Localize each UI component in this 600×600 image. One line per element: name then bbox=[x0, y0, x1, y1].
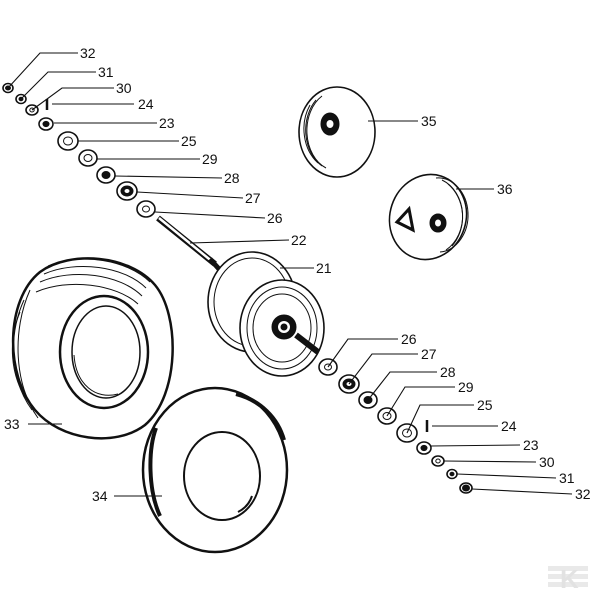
label-25-upper: 25 bbox=[181, 133, 197, 149]
part-25-upper bbox=[57, 131, 79, 151]
part-29-upper bbox=[78, 149, 98, 167]
part-33-tire bbox=[11, 257, 174, 440]
label-32-lower: 32 bbox=[575, 486, 591, 502]
label-31-lower: 31 bbox=[559, 470, 575, 486]
label-30-lower: 30 bbox=[539, 454, 555, 470]
part-22-axle bbox=[156, 215, 221, 271]
label-27-lower: 27 bbox=[421, 346, 437, 362]
part-28-upper bbox=[96, 166, 116, 184]
label-29-lower: 29 bbox=[458, 379, 474, 395]
label-30-upper: 30 bbox=[116, 80, 132, 96]
label-24-upper: 24 bbox=[138, 96, 154, 112]
label-28-upper: 28 bbox=[224, 170, 240, 186]
part-26-upper bbox=[136, 200, 156, 218]
label-34: 34 bbox=[92, 488, 108, 504]
label-29-upper: 29 bbox=[202, 151, 218, 167]
label-23-lower: 23 bbox=[523, 437, 539, 453]
part-23-lower bbox=[416, 441, 432, 455]
part-35-hubcap bbox=[298, 86, 376, 178]
part-23-upper bbox=[38, 117, 54, 131]
part-32-lower bbox=[459, 482, 473, 494]
label-31-upper: 31 bbox=[98, 64, 114, 80]
label-28-lower: 28 bbox=[440, 364, 456, 380]
label-32-upper: 32 bbox=[80, 45, 96, 61]
label-33: 33 bbox=[4, 416, 20, 432]
part-number-labels: 32 31 30 24 23 25 29 28 27 26 22 21 35 3… bbox=[4, 45, 591, 504]
watermark-logo: K bbox=[548, 564, 588, 594]
part-31-lower bbox=[446, 468, 458, 480]
label-24-lower: 24 bbox=[501, 418, 517, 434]
part-36-hubcap bbox=[388, 173, 469, 261]
part-30-lower bbox=[431, 455, 445, 467]
part-34-tube bbox=[141, 386, 289, 554]
lower-hardware-stack bbox=[318, 358, 473, 494]
upper-leader-lines bbox=[7, 52, 290, 244]
label-35: 35 bbox=[421, 113, 437, 129]
lower-leader-lines bbox=[327, 338, 573, 495]
label-26-lower: 26 bbox=[401, 331, 417, 347]
label-22: 22 bbox=[291, 232, 307, 248]
upper-hardware-stack bbox=[2, 82, 221, 271]
label-21: 21 bbox=[316, 260, 332, 276]
label-25-lower: 25 bbox=[477, 397, 493, 413]
label-36: 36 bbox=[497, 181, 513, 197]
part-21-rim bbox=[207, 251, 325, 377]
label-26-upper: 26 bbox=[267, 210, 283, 226]
label-27-upper: 27 bbox=[245, 190, 261, 206]
watermark-letter: K bbox=[560, 564, 579, 594]
part-27-upper bbox=[116, 181, 138, 201]
label-23-upper: 23 bbox=[159, 115, 175, 131]
